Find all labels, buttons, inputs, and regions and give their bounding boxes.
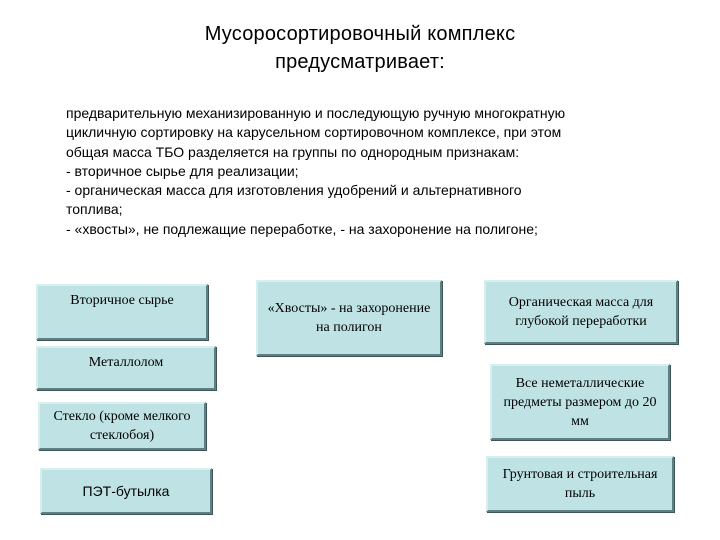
description-text: предварительную механизированную и после… — [66, 104, 666, 239]
box-soil-dust-label: Грунтовая и строительная пыль — [502, 467, 658, 501]
description-line: общая масса ТБО разделяется на группы по… — [66, 143, 520, 160]
box-nonmetal: Все неметаллические предметы размером до… — [490, 364, 670, 440]
description-line: цикличную сортировку на карусельном сорт… — [66, 124, 562, 141]
box-glass: Стекло (кроме мелкого стеклобоя) — [38, 402, 206, 450]
box-soil-dust: Грунтовая и строительная пыль — [486, 456, 674, 512]
description-line: - «хвосты», не подлежащие переработке, -… — [66, 220, 538, 237]
description-line: топлива; — [66, 201, 123, 218]
box-nonmetal-label: Все неметаллические предметы размером до… — [503, 375, 657, 429]
title-line-1: Мусоросортировочный комплекс — [204, 23, 516, 45]
box-tails: «Хвосты» - на захоронение на полигон — [256, 280, 442, 356]
box-secondary-raw: Вторичное сырье — [36, 284, 208, 340]
box-scrap-metal: Металлолом — [36, 346, 216, 390]
description-line: - вторичное сырье для реализации; — [66, 162, 299, 179]
title-line-2: предусматривает: — [275, 51, 445, 73]
box-pet-bottle-label: ПЭТ-бутылка — [82, 482, 170, 499]
description-line: предварительную механизированную и после… — [66, 105, 566, 121]
page-title: Мусоросортировочный комплекс предусматри… — [100, 20, 620, 76]
box-tails-label: «Хвосты» - на захоронение на полигон — [267, 301, 431, 335]
box-scrap-metal-label: Металлолом — [88, 355, 164, 370]
description-line: - органическая масса для изготовления уд… — [66, 182, 522, 199]
box-pet-bottle: ПЭТ-бутылка — [40, 468, 212, 514]
box-organic: Органическая масса для глубокой перерабо… — [484, 280, 678, 344]
box-organic-label: Органическая масса для глубокой перерабо… — [508, 295, 654, 329]
box-secondary-raw-label: Вторичное сырье — [70, 293, 174, 308]
box-glass-label: Стекло (кроме мелкого стеклобоя) — [53, 409, 191, 443]
